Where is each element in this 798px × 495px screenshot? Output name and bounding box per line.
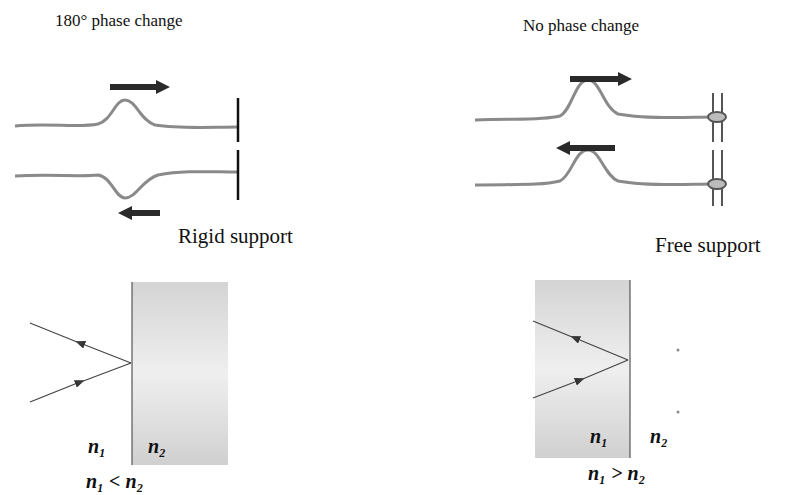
- rigid-wall: [237, 98, 240, 142]
- direction-arrow: [556, 141, 615, 155]
- index-symbol: n₂: [148, 435, 166, 457]
- rigid-wall: [237, 150, 240, 200]
- interface-line: [629, 280, 630, 458]
- index-symbol: n₁: [88, 435, 106, 457]
- dot: [677, 411, 680, 414]
- caption-label: 180° phase change: [55, 12, 183, 31]
- index-relation: n₁ < n₂: [86, 470, 144, 492]
- support-label: Free support: [655, 234, 761, 257]
- index-relation: n₁ > n₂: [588, 462, 646, 484]
- light-rays: [30, 323, 131, 402]
- light-rays: [533, 321, 628, 398]
- direction-arrow: [118, 206, 160, 220]
- index-symbol: n₂: [650, 425, 668, 447]
- dot: [677, 349, 680, 352]
- interface-line: [131, 282, 132, 465]
- direction-arrow: [110, 80, 170, 94]
- medium-slab: [535, 280, 630, 458]
- rigid-string-pulses: [15, 100, 238, 198]
- free-support-rod: [708, 93, 726, 206]
- index-symbol: n₁: [590, 425, 608, 447]
- support-label: Rigid support: [178, 225, 293, 248]
- free-string-pulses: [475, 80, 712, 185]
- direction-arrow: [570, 72, 632, 86]
- caption-label: No phase change: [523, 17, 639, 36]
- medium-slab: [132, 282, 228, 465]
